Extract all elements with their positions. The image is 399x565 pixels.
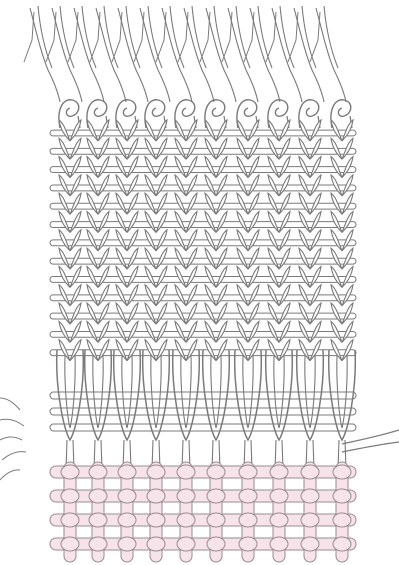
fringe-strand (60, 6, 74, 68)
pink-knot (61, 465, 79, 479)
side-thread (342, 442, 399, 452)
yarn-fringe (24, 6, 352, 128)
fringe-strand (148, 6, 162, 68)
side-thread (2, 452, 26, 460)
tubular-section (50, 350, 356, 470)
pink-knot (118, 537, 136, 551)
fringe-strand (192, 6, 206, 68)
pink-knot (177, 465, 195, 479)
pink-knot (207, 465, 225, 479)
pink-knot (118, 465, 136, 479)
side-thread (0, 437, 22, 440)
pink-knot (239, 489, 257, 503)
fringe-strand (236, 6, 250, 68)
pink-knot (147, 465, 165, 479)
fringe-strand (38, 6, 52, 68)
pink-knot (147, 537, 165, 551)
side-thread (0, 398, 20, 410)
pink-knot (89, 513, 107, 527)
pink-knot (270, 465, 288, 479)
fringe-strand (258, 6, 272, 68)
pink-knot (89, 537, 107, 551)
side-thread (0, 419, 24, 426)
fringe-strand (324, 6, 338, 68)
pink-knot (177, 489, 195, 503)
pink-knot (61, 489, 79, 503)
pink-knot (207, 513, 225, 527)
pink-knot (333, 489, 351, 503)
pink-knot (118, 489, 136, 503)
pink-knot (61, 537, 79, 551)
side-thread (342, 430, 399, 444)
pink-knot (239, 465, 257, 479)
pink-knot (89, 465, 107, 479)
fringe-strand (126, 6, 140, 68)
fringe-strand (214, 6, 228, 68)
pink-ribbing-band (50, 462, 356, 562)
pink-knot (207, 489, 225, 503)
pink-knot (301, 537, 319, 551)
pink-knot (118, 513, 136, 527)
fringe-strand (170, 6, 184, 68)
pink-knot (177, 537, 195, 551)
pink-knot (89, 489, 107, 503)
pink-knot (270, 489, 288, 503)
pink-knot (147, 513, 165, 527)
fringe-strand (316, 8, 346, 102)
pink-knot (207, 537, 225, 551)
pink-knot (333, 537, 351, 551)
pink-knot (61, 513, 79, 527)
tube-bar (50, 392, 356, 399)
fringe-strand (104, 6, 118, 68)
side-thread (0, 470, 20, 480)
pink-knot (147, 489, 165, 503)
pink-knot (301, 465, 319, 479)
knitted-fabric-body (50, 120, 356, 361)
pink-knot (301, 513, 319, 527)
pink-knot (239, 537, 257, 551)
pink-knot (270, 537, 288, 551)
pink-knot (239, 513, 257, 527)
fringe-strand (280, 6, 294, 68)
fringe-strand (302, 6, 316, 68)
pink-knot (177, 513, 195, 527)
pink-knot (333, 465, 351, 479)
pink-knot (301, 489, 319, 503)
fringe-strand (82, 6, 96, 68)
pink-knot (333, 513, 351, 527)
pink-knot (270, 513, 288, 527)
